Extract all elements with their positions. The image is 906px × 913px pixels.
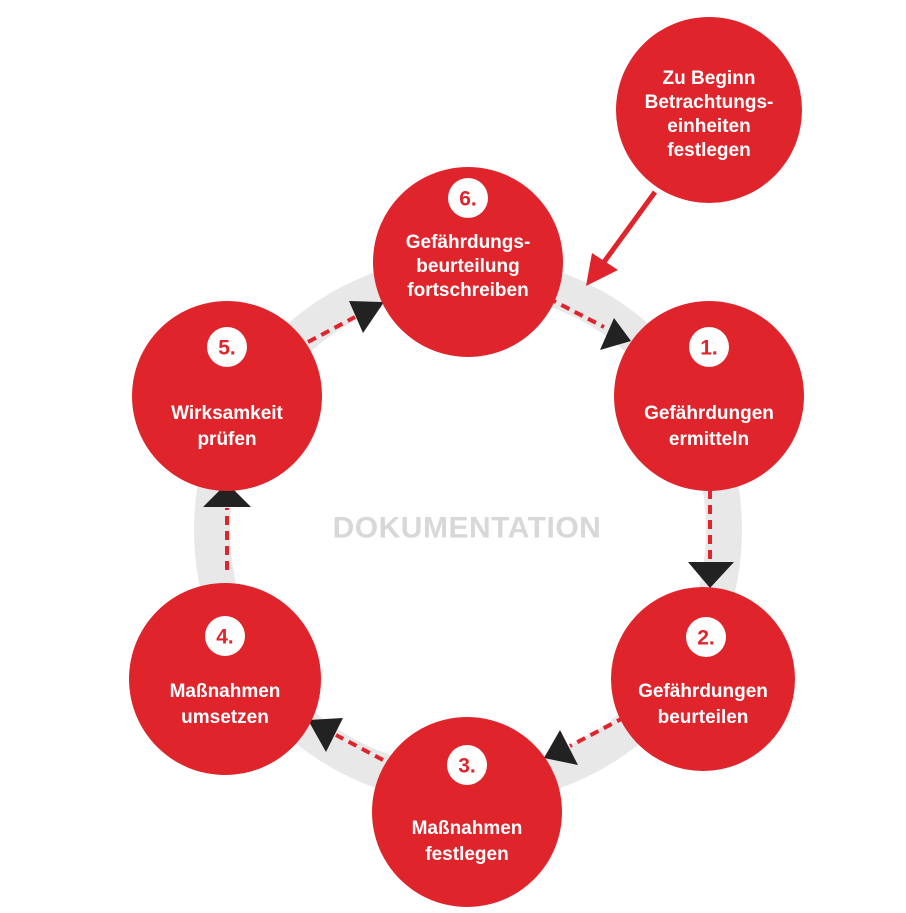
- step-3-node: 3. Maßnahmen festlegen: [372, 717, 562, 907]
- step-2-number: 2.: [697, 627, 715, 650]
- step-3-label-line-1: Maßnahmen: [412, 818, 523, 839]
- step-2-label-line-1: Gefährdungen: [638, 681, 768, 702]
- step-6-label-line-2: beurteilung: [416, 256, 519, 277]
- step-1-number: 1.: [700, 337, 718, 360]
- connector-5-to-6: [307, 301, 384, 344]
- step-5-label-line-1: Wirksamkeit: [171, 403, 283, 424]
- step-3-label-line-2: festlegen: [425, 844, 508, 865]
- start-label-line-2: Betrachtungs-: [645, 92, 774, 113]
- connector-2-to-3: [544, 715, 626, 765]
- start-label-line-1: Zu Beginn: [663, 68, 756, 89]
- start-label-line-3: einheiten: [667, 116, 750, 137]
- connector-4-to-5: [203, 483, 251, 570]
- connector-start-to-6: [586, 190, 658, 286]
- step-1-node: 1. Gefährdungen ermitteln: [614, 301, 804, 491]
- step-4-number: 4.: [216, 626, 234, 649]
- center-label: DOKUMENTATION: [333, 512, 602, 545]
- step-6-number: 6.: [459, 188, 477, 211]
- step-4-label-line-2: umsetzen: [181, 707, 269, 728]
- step-2-node: 2. Gefährdungen beurteilen: [611, 587, 795, 771]
- step-2-label-line-2: beurteilen: [658, 707, 749, 728]
- connector-3-to-4: [308, 718, 384, 762]
- connector-6-to-1: [547, 296, 631, 350]
- step-4-label-line-1: Maßnahmen: [170, 681, 281, 702]
- step-5-label-line-2: prüfen: [197, 429, 256, 450]
- start-label-line-4: festlegen: [667, 140, 750, 161]
- step-5-number: 5.: [218, 337, 236, 360]
- step-1-label-line-2: ermitteln: [669, 429, 749, 450]
- step-4-node: 4. Maßnahmen umsetzen: [129, 583, 321, 775]
- step-1-label-line-1: Gefährdungen: [644, 403, 774, 424]
- step-6-label-line-1: Gefährdungs-: [406, 232, 531, 253]
- step-3-number: 3.: [458, 755, 476, 778]
- step-5-node: 5. Wirksamkeit prüfen: [132, 301, 322, 491]
- connector-1-to-2: [688, 490, 734, 588]
- start-node: Zu Beginn Betrachtungs- einheiten festle…: [616, 17, 802, 203]
- step-6-node: 6. Gefährdungs- beurteilung fortschreibe…: [373, 167, 563, 357]
- step-6-label-line-3: fortschreiben: [407, 280, 528, 301]
